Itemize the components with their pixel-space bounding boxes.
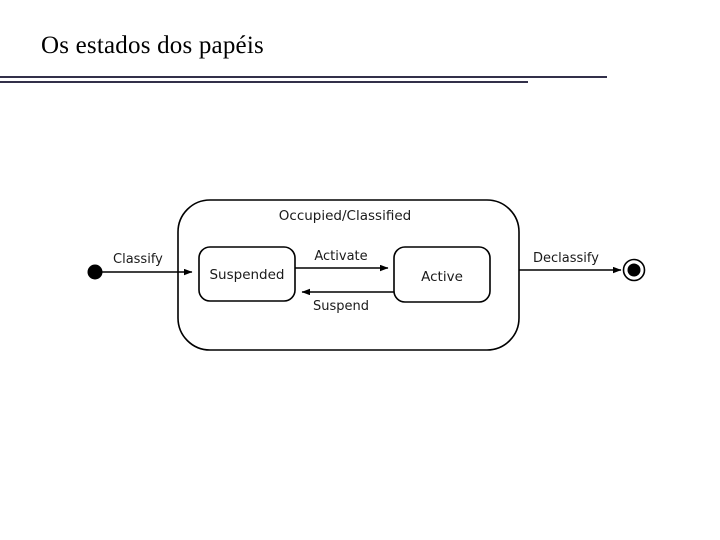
transition-declassify-label: Declassify — [533, 251, 599, 266]
initial-state-marker[interactable] — [87, 264, 103, 280]
page-title: Os estados dos papéis — [41, 32, 264, 59]
transition-classify-label: Classify — [113, 252, 163, 267]
transition-activate[interactable]: Activate — [295, 249, 389, 272]
state-suspended-label: Suspended — [209, 267, 284, 283]
final-state-marker[interactable] — [622, 258, 646, 282]
transition-classify[interactable]: Classify — [102, 252, 193, 276]
transition-activate-label: Activate — [314, 249, 367, 264]
state-active[interactable]: Active — [393, 246, 491, 303]
composite-state-label: Occupied/Classified — [279, 208, 411, 224]
transition-declassify[interactable]: Declassify — [519, 251, 622, 274]
state-suspended[interactable]: Suspended — [198, 246, 296, 302]
transition-suspend[interactable]: Suspend — [301, 288, 394, 314]
state-active-label: Active — [421, 269, 463, 285]
title-rule-top — [0, 76, 607, 78]
transition-suspend-label: Suspend — [313, 299, 369, 314]
title-rule-bottom — [0, 81, 528, 83]
composite-state-occupied-classified[interactable]: Occupied/Classified — [177, 199, 520, 351]
